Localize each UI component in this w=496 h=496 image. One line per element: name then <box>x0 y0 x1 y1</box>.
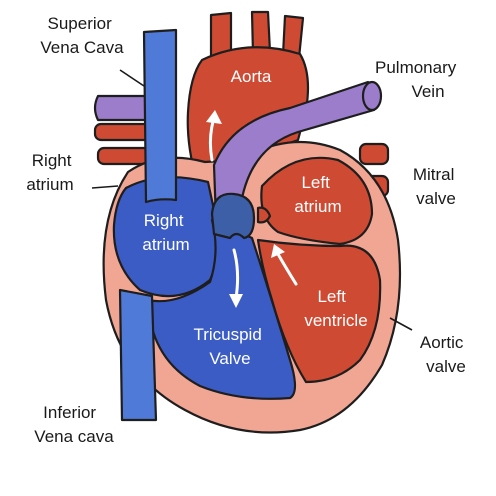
label-left-atrium: Left atrium <box>294 173 341 216</box>
aortic-valve-marker <box>256 206 272 224</box>
left-ventricle-chamber <box>256 238 382 384</box>
arrow-tricuspid-down <box>232 248 240 300</box>
leader-aortic-valve <box>389 317 413 331</box>
label-superior-vena-cava: Superior Vena Cava <box>40 14 124 57</box>
arrow-left-ventricle-up <box>276 252 298 286</box>
right-stub-upper <box>358 142 390 166</box>
label-mitral-valve: Mitral valve <box>413 165 459 208</box>
label-tricuspid-valve: Tricuspid Valve <box>193 325 266 368</box>
label-aortic-valve: Aortic valve <box>420 333 468 376</box>
label-pulmonary-vein: Pulmonary Vein <box>375 58 461 101</box>
label-right-atrium-outer: Right atrium <box>26 151 76 194</box>
label-inferior-vena-cava: Inferior Vena cava <box>34 403 114 446</box>
tricuspid-valve-shape <box>210 192 256 240</box>
left-atrium-chamber <box>260 156 374 246</box>
vena-cava <box>142 28 178 204</box>
arrow-tricuspid-down-head <box>229 294 243 308</box>
label-right-atrium-inner: Right atrium <box>142 211 189 254</box>
leader-superior-vena-cava <box>119 69 145 87</box>
label-left-ventricle: Left ventricle <box>304 287 367 330</box>
arrow-aorta-up-head <box>206 110 222 124</box>
pulmonary-vein-opening <box>361 80 383 112</box>
arrow-left-ventricle-up-head <box>271 244 285 258</box>
leader-right-atrium <box>91 185 119 189</box>
inferior-vena-cava-vessel <box>118 288 158 422</box>
label-aorta: Aorta <box>231 67 272 86</box>
right-atrium-chamber <box>112 176 220 298</box>
leader-lines <box>91 69 413 331</box>
flow-arrows <box>206 110 298 308</box>
